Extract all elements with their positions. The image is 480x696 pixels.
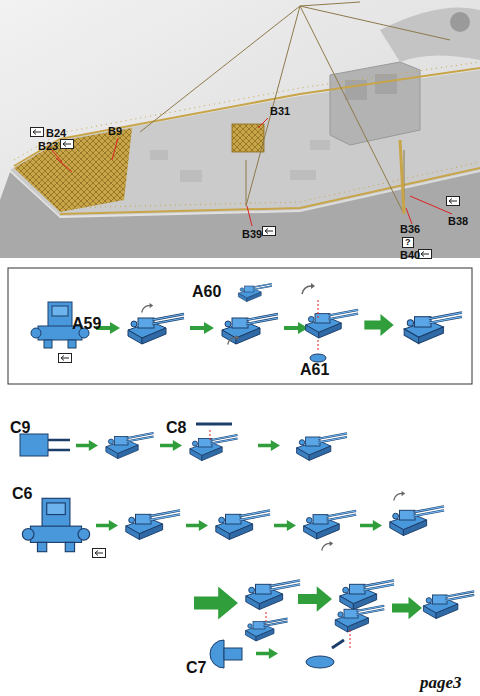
callout-number: C8 <box>166 420 186 436</box>
callout-number: B24 <box>46 128 66 139</box>
callout-number: B9 <box>108 126 122 137</box>
callout-number: A59 <box>72 316 101 332</box>
callout-number: B31 <box>270 106 290 117</box>
callout-number: B39 <box>242 229 262 240</box>
callout-number: C9 <box>10 420 30 436</box>
callout-number: B40 <box>400 250 420 261</box>
page-number: page3 <box>420 674 462 691</box>
callout-number: C6 <box>12 486 32 502</box>
callout-number: B36 <box>400 224 420 235</box>
callout-number: A60 <box>192 284 221 300</box>
callout-number: B38 <box>448 216 468 227</box>
callout-number: B23 <box>38 141 58 152</box>
callout-number: C7 <box>186 660 206 676</box>
callout-number: ? <box>402 237 414 248</box>
callout-number: A61 <box>300 362 329 378</box>
